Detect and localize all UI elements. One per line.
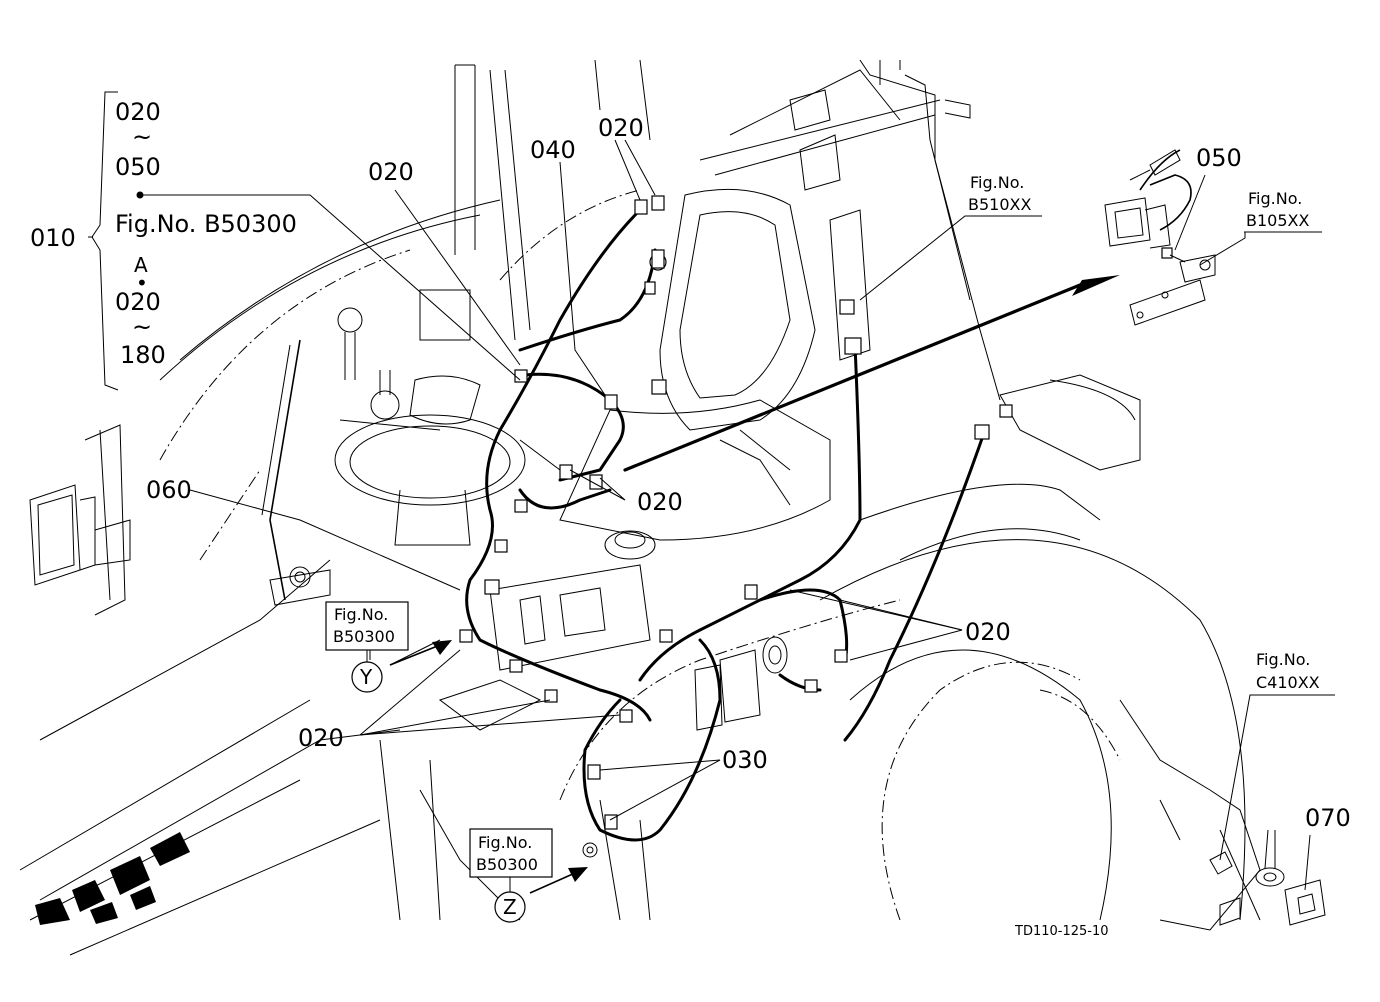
range-bot-tilde: ~ — [132, 313, 152, 341]
wire-harness — [465, 208, 987, 842]
side-mirror — [29, 424, 131, 616]
ref-marker-z — [494, 891, 526, 923]
ref-marker-z-label: Z — [503, 895, 517, 919]
svg-text:Fig.No.: Fig.No. — [478, 833, 532, 852]
callout-020-b: 020 — [598, 114, 644, 142]
callout-020-a: 020 — [368, 158, 414, 186]
callout-040: 040 — [530, 136, 576, 164]
cab-frame — [454, 59, 1001, 401]
wiper-arm — [261, 339, 331, 606]
fig-ref-y: Fig.No. B50300 Y — [325, 601, 409, 693]
hatched-panel — [35, 832, 190, 925]
inset-050-part — [1104, 149, 1216, 326]
range-dot: • — [136, 271, 148, 295]
svg-text:Fig.No.: Fig.No. — [334, 605, 388, 624]
range-bot-from: 020 — [115, 288, 161, 316]
svg-text:B50300: B50300 — [333, 627, 395, 646]
fig-ref-b510: Fig.No. B510XX — [965, 173, 1042, 217]
fig-ref-c410: Fig.No. C410XX — [1250, 650, 1332, 696]
svg-text:B105XX: B105XX — [1246, 211, 1309, 230]
callout-050: 050 — [1196, 144, 1242, 172]
callout-060: 060 — [146, 476, 192, 504]
callout-020-e: 020 — [298, 724, 344, 752]
range-dot-marker — [136, 191, 144, 199]
callout-labels: 010 020 ~ 050 Fig.No. B50300 A • 020 ~ 1… — [30, 98, 1351, 832]
ref-arrows — [389, 640, 588, 894]
svg-text:B510XX: B510XX — [968, 195, 1031, 214]
inset-arrow — [623, 275, 1120, 472]
range-a: A — [134, 253, 148, 277]
range-bot-to: 180 — [120, 341, 166, 369]
svg-text:Fig.No.: Fig.No. — [1248, 189, 1302, 208]
svg-text:Fig.No.: Fig.No. — [970, 173, 1024, 192]
callout-010: 010 — [30, 224, 76, 252]
control-unit — [489, 530, 788, 731]
svg-text:C410XX: C410XX — [1256, 673, 1320, 692]
callout-020-d: 020 — [965, 618, 1011, 646]
centerlines — [159, 189, 1121, 921]
fig-ref-z: Fig.No. B50300 Z — [469, 828, 553, 923]
range-fig-ref: Fig.No. B50300 — [115, 210, 297, 238]
callout-020-c: 020 — [637, 488, 683, 516]
callout-070: 070 — [1305, 804, 1351, 832]
ref-marker-y — [351, 661, 383, 693]
steering-column — [334, 289, 561, 546]
range-bracket — [88, 91, 119, 391]
svg-text:B50300: B50300 — [476, 855, 538, 874]
drawing-id: TD110-125-10 — [1014, 924, 1109, 939]
harness-connectors — [459, 195, 1013, 858]
fig-ref-b105: Fig.No. B105XX — [1244, 189, 1322, 233]
operator-seat — [559, 188, 831, 541]
range-top-to: 050 — [115, 153, 161, 181]
range-top-from: 020 — [115, 98, 161, 126]
ground-bolt-070 — [1209, 829, 1326, 926]
leader-lines — [140, 139, 1335, 891]
range-top-tilde: ~ — [132, 123, 152, 151]
svg-text:Fig.No.: Fig.No. — [1256, 650, 1310, 669]
ref-marker-y-label: Y — [359, 665, 373, 689]
callout-030: 030 — [722, 746, 768, 774]
